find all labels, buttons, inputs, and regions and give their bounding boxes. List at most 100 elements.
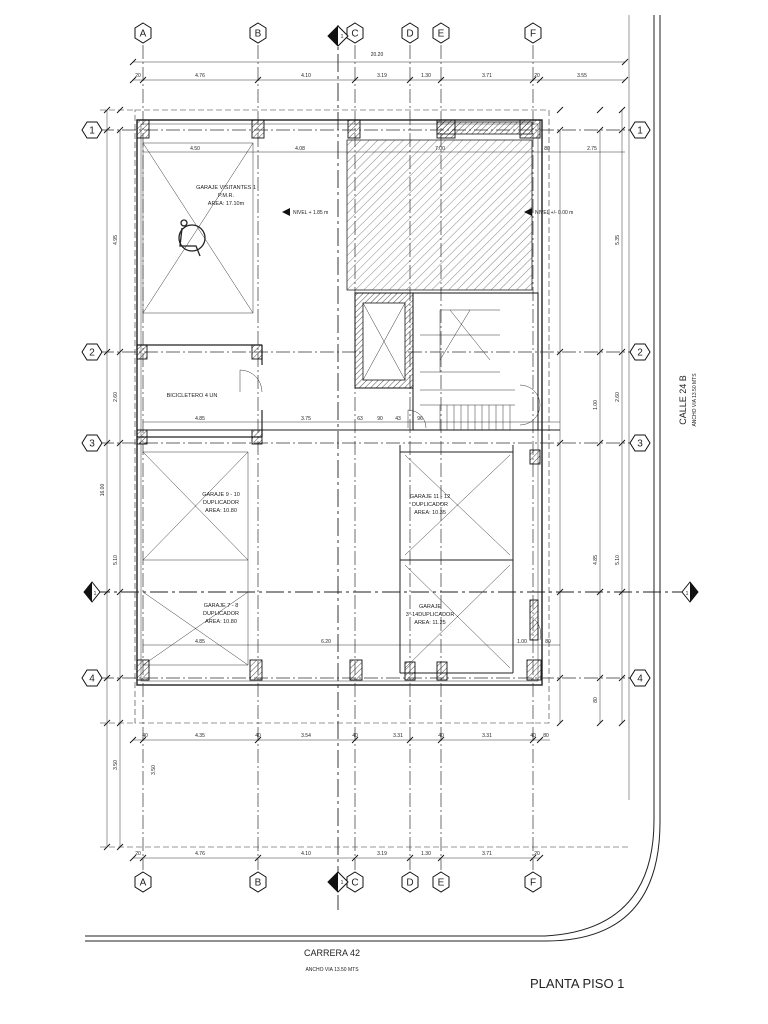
grid-bubble-col-A: A bbox=[134, 871, 152, 893]
level-label-left: NIVEL + 1.85 m bbox=[293, 210, 328, 216]
dimension-value: 63 bbox=[357, 416, 363, 422]
level-label-right: NIVEL +/- 0.00 m bbox=[535, 210, 573, 216]
street-curb-outer bbox=[85, 15, 655, 937]
dimension-value: 40 bbox=[352, 733, 358, 739]
dimension-value: 43 bbox=[395, 416, 401, 422]
street-label-right: CALLE 24 B ANCHO VIA 13.50 MTS bbox=[678, 373, 698, 427]
beam bbox=[436, 121, 533, 135]
room-name: GARAJE VISITANTES 1 bbox=[196, 185, 256, 191]
column bbox=[526, 659, 542, 681]
grid-bubble-row-1: 1 bbox=[629, 121, 651, 139]
tick bbox=[437, 736, 445, 744]
dimension-value: 80 bbox=[544, 146, 550, 152]
room-label-garaje-7-8: GARAJE 7 - 8 DUPLICADOR AREA: 10.80 bbox=[203, 603, 239, 625]
dimension-value: 4.50 bbox=[190, 146, 200, 152]
dimension-value: 20 bbox=[534, 851, 540, 857]
dimension-value: 96 bbox=[417, 416, 423, 422]
room-sub: DUPLICADOR bbox=[203, 500, 239, 506]
tick bbox=[618, 439, 626, 447]
tick bbox=[129, 76, 137, 84]
section-marker-top: 1 bbox=[327, 25, 349, 47]
tick bbox=[116, 843, 124, 851]
dimension-value: 3.55 bbox=[577, 73, 587, 79]
tick bbox=[536, 76, 544, 84]
grid-bubble-col-F: F bbox=[524, 871, 542, 893]
grid-bubble-col-B: B bbox=[249, 871, 267, 893]
grid-bubble-label: 4 bbox=[637, 674, 643, 685]
room-area: AREA: 17.10m bbox=[208, 201, 245, 207]
tick bbox=[618, 126, 626, 134]
dimension-value: 4.35 bbox=[195, 733, 205, 739]
tick bbox=[621, 58, 629, 66]
tick bbox=[618, 674, 626, 682]
grid-bubble-label: 2 bbox=[89, 348, 95, 359]
tick bbox=[618, 106, 626, 114]
tick bbox=[116, 348, 124, 356]
tick bbox=[116, 126, 124, 134]
hatched-ramp-zone bbox=[346, 139, 533, 291]
room-area: AREA: 10.80 bbox=[205, 619, 237, 625]
dimension-value: 3.19 bbox=[377, 73, 387, 79]
dimension-value: 20 bbox=[135, 73, 141, 79]
column bbox=[404, 661, 416, 681]
tick bbox=[254, 76, 262, 84]
grid-bubble-col-F: F bbox=[524, 22, 542, 44]
tick bbox=[618, 719, 626, 727]
dimension-value: 4.08 bbox=[295, 146, 305, 152]
tick bbox=[596, 126, 604, 134]
tick bbox=[254, 854, 262, 862]
tick bbox=[103, 674, 111, 682]
building-outline bbox=[136, 119, 543, 686]
grid-bubble-label: A bbox=[140, 29, 147, 40]
column bbox=[136, 344, 148, 360]
dimension-value: 3.50 bbox=[113, 760, 119, 770]
room-label-garaje-13-14: GARAJE 3 -14DUPLICADOR AREA: 11.25 bbox=[406, 604, 455, 626]
grid-bubble-label: F bbox=[530, 878, 536, 889]
level-marker-right: NIVEL +/- 0.00 m bbox=[524, 208, 573, 216]
tick bbox=[351, 76, 359, 84]
grid-bubble-col-E: E bbox=[432, 871, 450, 893]
room-label-bicicletero: BICICLETERO 4 UN bbox=[167, 393, 218, 399]
column bbox=[251, 119, 265, 139]
dimension-value: 1.30 bbox=[421, 73, 431, 79]
column bbox=[347, 119, 361, 139]
grid-bubble-label: 1 bbox=[637, 126, 643, 137]
tick bbox=[129, 58, 137, 66]
tick bbox=[116, 439, 124, 447]
level-marker-left: NIVEL + 1.85 m bbox=[282, 208, 328, 216]
grid-bubble-label: 1 bbox=[89, 126, 95, 137]
tick bbox=[103, 348, 111, 356]
room-sub: 3 -14DUPLICADOR bbox=[406, 612, 455, 618]
column bbox=[251, 429, 263, 445]
column bbox=[529, 449, 541, 465]
section-marker-bottom: 1 bbox=[327, 871, 349, 893]
column bbox=[249, 659, 263, 681]
room-sub: DUPLICADOR bbox=[203, 611, 239, 617]
grid-bubble-col-D: D bbox=[401, 871, 419, 893]
street-width-right: ANCHO VIA 13.50 MTS bbox=[692, 373, 698, 427]
column bbox=[136, 429, 148, 445]
column bbox=[136, 119, 150, 139]
street-curb-inner bbox=[85, 15, 661, 942]
dimension-ticks bbox=[103, 58, 629, 862]
dimension-value: 3.19 bbox=[377, 851, 387, 857]
dimension-value: 4.85 bbox=[195, 639, 205, 645]
dimension-value: 3.31 bbox=[482, 733, 492, 739]
tick bbox=[139, 854, 147, 862]
grid-bubble-label: E bbox=[438, 878, 445, 889]
grid-bubble-label: D bbox=[406, 878, 413, 889]
grid-bubble-label: 3 bbox=[637, 439, 643, 450]
tick bbox=[596, 719, 604, 727]
room-sub: DUPLICADOR bbox=[412, 502, 448, 508]
grid-bubble-label: B bbox=[255, 878, 262, 889]
tick bbox=[529, 854, 537, 862]
wheelchair-icon bbox=[178, 219, 206, 257]
section-marker-bottom-label: 1 bbox=[341, 880, 344, 886]
grid-bubble-row-2: 2 bbox=[81, 343, 103, 361]
tick bbox=[406, 854, 414, 862]
column bbox=[349, 659, 363, 681]
tick bbox=[139, 736, 147, 744]
grid-bubble-row-3: 3 bbox=[629, 434, 651, 452]
